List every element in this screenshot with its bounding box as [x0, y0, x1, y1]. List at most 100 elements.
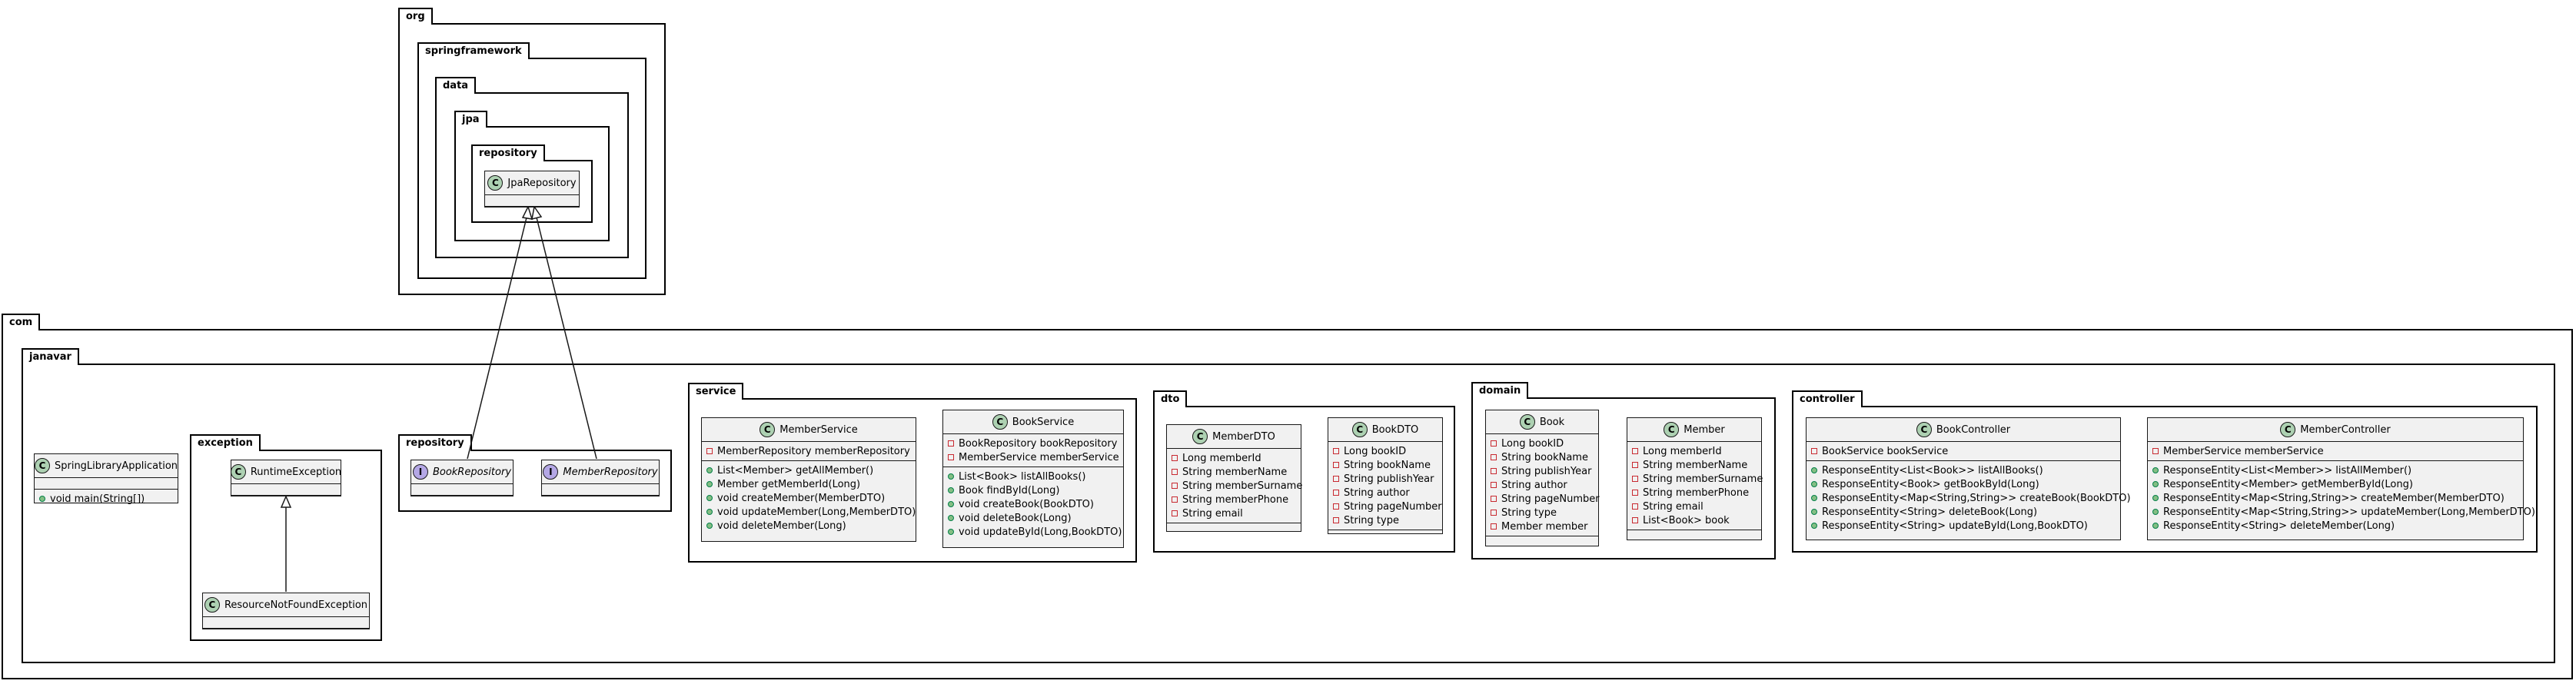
- private-icon: [1172, 483, 1178, 489]
- method-row: void deleteBook(Long): [943, 511, 1123, 525]
- public-icon: [706, 523, 713, 529]
- interface-book-repository[interactable]: I BookRepository: [410, 460, 514, 496]
- field-row: String pageNumber: [1486, 492, 1600, 506]
- field-row: String pageNumber: [1328, 500, 1442, 513]
- private-icon: [1632, 503, 1638, 510]
- public-icon: [1811, 467, 1817, 473]
- method-row: Book findById(Long): [943, 483, 1123, 497]
- method-row: void updateById(Long,BookDTO): [943, 525, 1123, 539]
- package-domain-label: domain: [1471, 382, 1529, 399]
- public-icon: [39, 496, 45, 502]
- package-controller-label: controller: [1792, 390, 1863, 407]
- field-row: String email: [1167, 506, 1301, 520]
- field-row: BookRepository bookRepository: [943, 437, 1123, 450]
- private-icon: [1632, 517, 1638, 523]
- package-dto: dto: [1153, 390, 1455, 553]
- field-row: String type: [1328, 513, 1442, 527]
- private-icon: [1333, 476, 1339, 482]
- method-row: List<Book> listAllBooks(): [943, 470, 1123, 483]
- field-row: String memberSurname: [1627, 472, 1763, 486]
- method-row: void deleteMember(Long): [702, 519, 916, 533]
- private-icon: [1333, 503, 1339, 510]
- package-springframework: springframework: [417, 42, 646, 279]
- field-row: String memberSurname: [1167, 479, 1302, 493]
- method-row: ResponseEntity<String> deleteBook(Long): [1807, 505, 2120, 519]
- package-data-label: data: [435, 77, 477, 94]
- class-name: ResourceNotFoundException: [224, 599, 368, 611]
- interface-member-repository[interactable]: I MemberRepository: [541, 460, 660, 496]
- class-resource-not-found-exception[interactable]: C ResourceNotFoundException: [202, 593, 370, 629]
- method-row: List<Member> getAllMember(): [702, 463, 916, 477]
- package-org: org: [398, 8, 666, 295]
- package-jpa: jpa: [454, 111, 610, 241]
- field-row: Long memberId: [1167, 451, 1301, 465]
- class-badge-icon: C: [230, 464, 246, 480]
- public-icon: [1811, 481, 1817, 487]
- method-row: ResponseEntity<List<Book>> listAllBooks(…: [1807, 463, 2120, 477]
- public-icon: [2152, 495, 2159, 501]
- private-icon: [1491, 482, 1497, 488]
- private-icon: [948, 454, 954, 460]
- package-dto-label: dto: [1153, 390, 1188, 407]
- interface-badge-icon: I: [412, 464, 428, 480]
- package-service: service: [688, 383, 1137, 563]
- field-row: String author: [1328, 486, 1442, 500]
- class-badge-icon: C: [1519, 414, 1535, 430]
- public-icon: [2152, 509, 2159, 515]
- class-name: BookController: [1936, 423, 2011, 436]
- private-icon: [1333, 448, 1339, 454]
- interface-badge-icon: I: [543, 464, 559, 480]
- class-badge-icon: C: [1916, 422, 1932, 437]
- private-icon: [1491, 440, 1497, 447]
- package-jpa-label: jpa: [454, 111, 487, 128]
- field-row: String type: [1486, 506, 1598, 520]
- public-icon: [948, 529, 954, 535]
- public-icon: [1811, 509, 1817, 515]
- package-data: data: [435, 77, 629, 258]
- class-badge-icon: C: [34, 458, 50, 473]
- class-name: MemberDTO: [1212, 430, 1275, 443]
- private-icon: [1491, 468, 1497, 474]
- class-name: MemberRepository: [563, 466, 658, 478]
- field-row: String publishYear: [1328, 472, 1442, 486]
- package-com-label: com: [2, 314, 41, 330]
- package-repository: repository: [398, 434, 672, 512]
- public-icon: [2152, 481, 2159, 487]
- private-icon: [1491, 510, 1497, 516]
- class-name: JpaRepository: [507, 177, 577, 189]
- class-badge-icon: C: [2280, 422, 2296, 437]
- field-row: Long bookID: [1486, 437, 1598, 450]
- private-icon: [1491, 454, 1497, 460]
- field-row: String memberPhone: [1167, 493, 1301, 506]
- public-icon: [706, 481, 713, 487]
- private-icon: [1632, 490, 1638, 496]
- class-badge-icon: C: [992, 414, 1008, 430]
- method-row: void createBook(BookDTO): [943, 497, 1123, 511]
- package-repository-label: repository: [398, 434, 472, 451]
- class-badge-icon: C: [204, 597, 220, 613]
- field-row: String author: [1486, 478, 1598, 492]
- field-row: String memberPhone: [1627, 486, 1761, 500]
- class-badge-icon: C: [1664, 422, 1680, 437]
- class-name: BookRepository: [432, 466, 512, 478]
- class-name: Member: [1684, 423, 1725, 436]
- public-icon: [706, 467, 713, 473]
- field-row: String memberName: [1627, 458, 1761, 472]
- public-icon: [1811, 523, 1817, 529]
- private-icon: [948, 440, 954, 447]
- method-row: ResponseEntity<List<Member>> listAllMemb…: [2148, 463, 2523, 477]
- class-badge-icon: C: [487, 175, 504, 191]
- public-icon: [706, 495, 713, 501]
- public-icon: [948, 515, 954, 521]
